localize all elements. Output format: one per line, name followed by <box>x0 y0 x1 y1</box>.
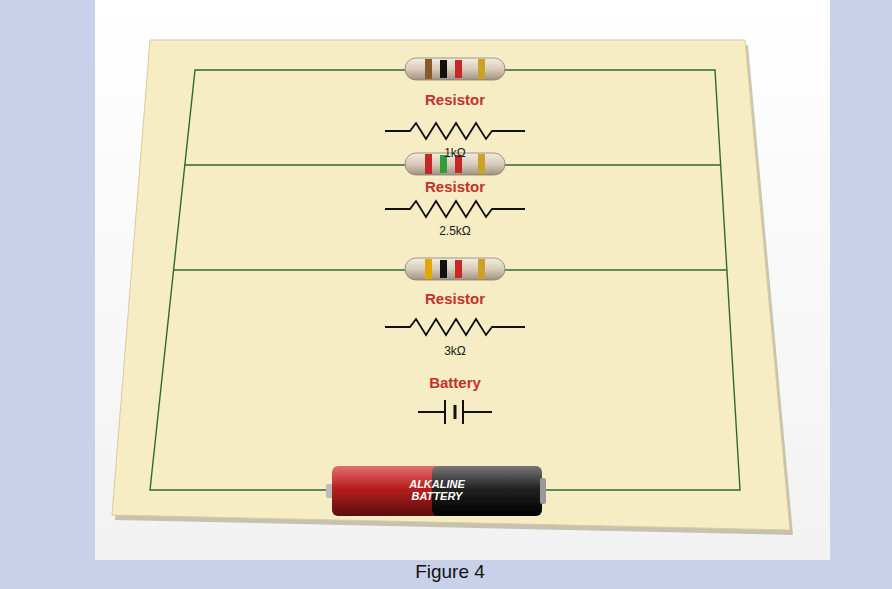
resistor-1 <box>405 58 505 80</box>
alkaline-battery <box>326 466 546 516</box>
resistance-value: 2.5kΩ <box>439 224 471 238</box>
part-name: Resistor <box>425 91 485 108</box>
resistor-symbol <box>385 123 525 335</box>
wires <box>150 70 740 490</box>
battery-symbol <box>418 400 492 424</box>
circuit-board <box>112 40 790 530</box>
part-name: Resistor <box>425 290 485 307</box>
part-name: Resistor <box>425 178 485 195</box>
resistance-value: 3kΩ <box>444 344 466 358</box>
part-name: Battery <box>429 374 481 391</box>
resistor-3 <box>405 258 505 280</box>
figure-caption: Figure 4 <box>415 561 485 583</box>
panel <box>95 0 830 560</box>
battery-print: ALKALINE BATTERY <box>402 479 472 502</box>
resistance-value: 1kΩ <box>444 146 466 160</box>
